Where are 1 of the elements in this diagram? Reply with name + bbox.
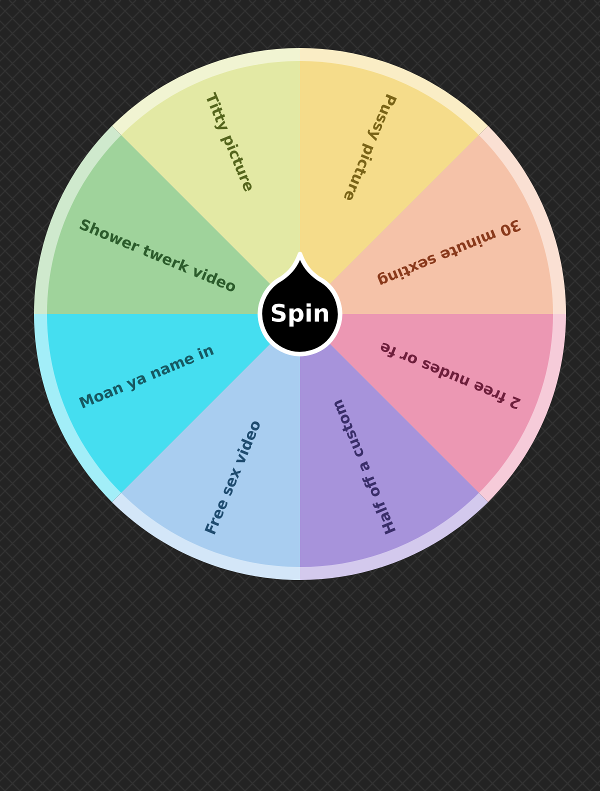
- spin-button: Spin: [258, 252, 342, 356]
